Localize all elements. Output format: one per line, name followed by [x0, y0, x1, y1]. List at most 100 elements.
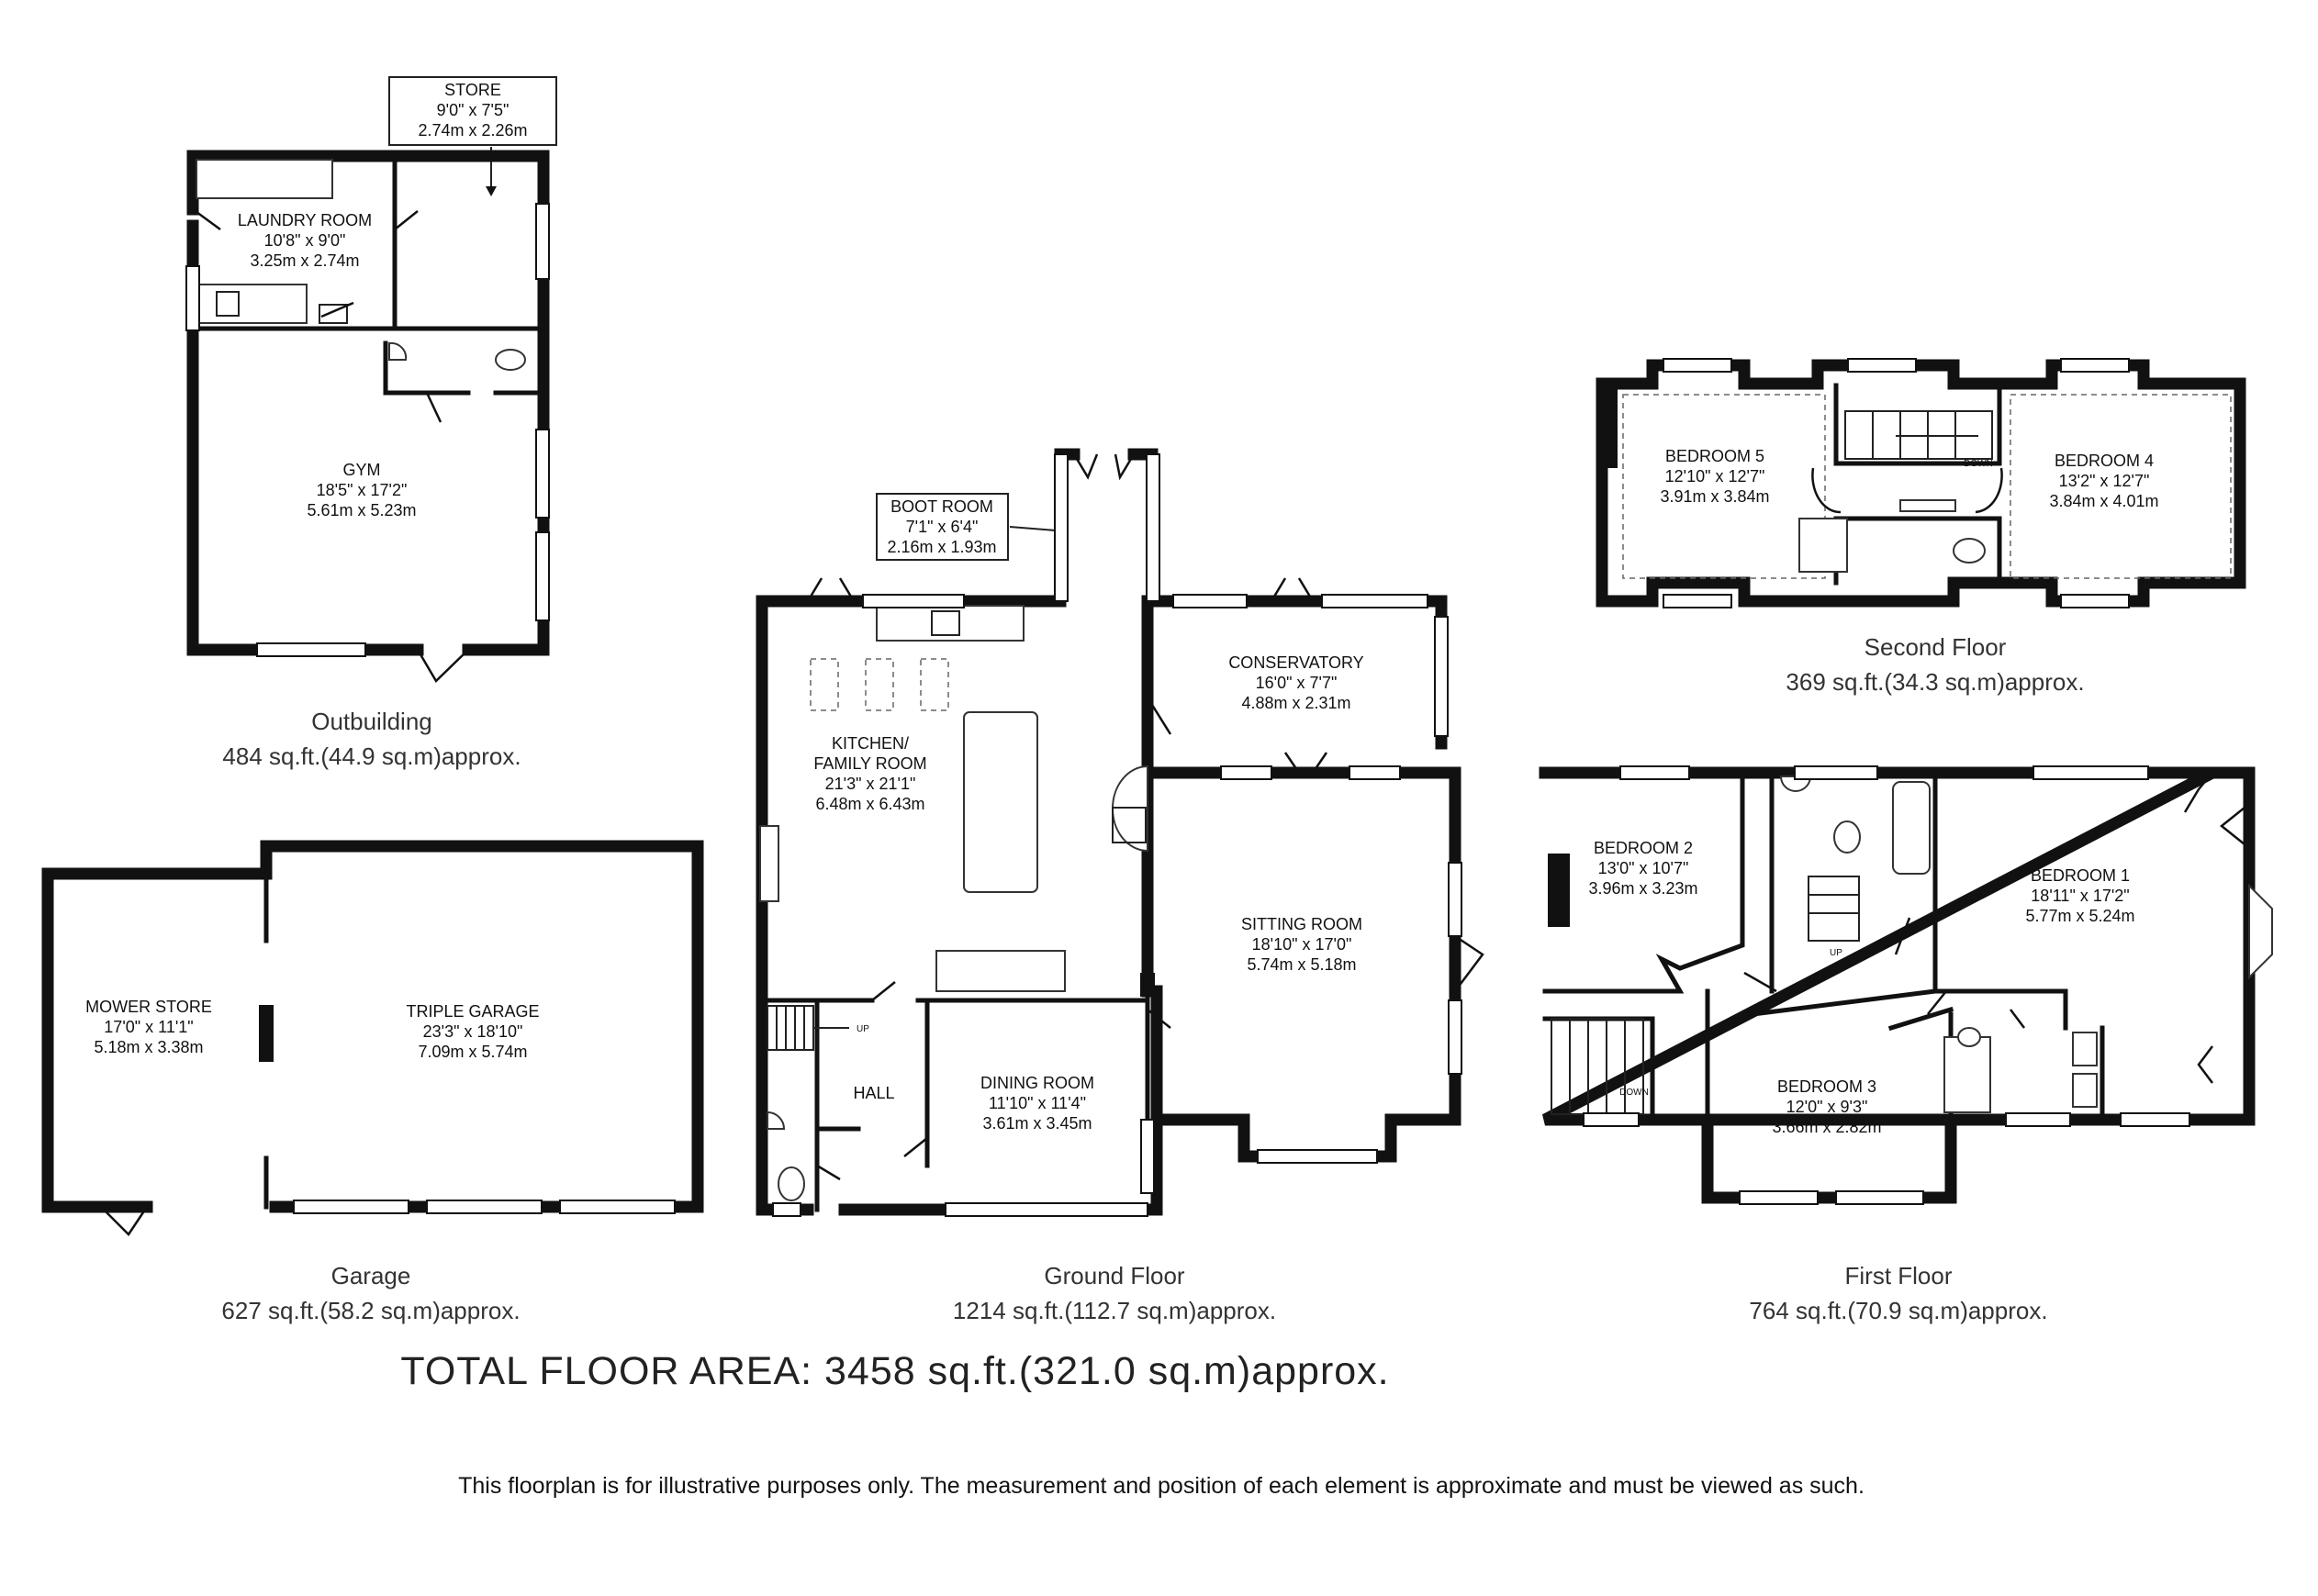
bedroom1-imperial: 18'11" x 17'2" — [2031, 887, 2129, 905]
ground-caption: Ground Floor — [1044, 1262, 1185, 1289]
bedroom5-window-bottom — [1663, 594, 1732, 608]
stair-window — [1583, 1112, 1640, 1127]
first-floor-doors — [1743, 917, 2025, 1029]
ground-toilet — [778, 1166, 805, 1201]
ensuite-toilet — [1957, 1027, 1981, 1047]
second-vanity — [1899, 499, 1956, 512]
garage-plan — [41, 840, 704, 1236]
conservatory-imperial: 16'0" x 7'7" — [1256, 674, 1338, 692]
sitting-bay-window — [1257, 1149, 1378, 1164]
store-name: STORE — [444, 81, 501, 99]
wc-window — [772, 1202, 801, 1217]
conservatory-outer-wall — [1141, 595, 1448, 750]
ground-basin — [767, 1111, 786, 1130]
second-floor-outer-wall — [1596, 359, 2246, 608]
ground-pillar — [1140, 973, 1155, 997]
conservatory-window-2 — [1321, 594, 1428, 608]
kitchen-hob — [1112, 807, 1147, 843]
bedroom1-window-bottom — [2120, 1112, 2190, 1127]
sitting-outer-wall — [1141, 766, 1461, 1163]
bedroom1-bay — [2248, 883, 2273, 980]
outbuilding-plan — [185, 76, 557, 684]
sitting-window-side-2 — [1448, 999, 1462, 1075]
bedroom3-window-1 — [1739, 1190, 1819, 1205]
kitchen-metric: 6.48m x 6.43m — [815, 795, 924, 813]
hall-name: HALL — [853, 1084, 894, 1102]
store-label-box — [388, 76, 557, 146]
second-floor-stairs — [1844, 410, 1993, 460]
bedroom5-eaves — [1622, 394, 1826, 579]
bedroom5-chimney — [1605, 385, 1618, 468]
garage-caption: Garage — [331, 1262, 411, 1289]
bedroom1-metric: 5.77m x 5.24m — [2025, 907, 2134, 925]
ground-outer-wall-left — [756, 448, 1159, 1216]
conservatory-name: CONSERVATORY — [1228, 653, 1363, 672]
sitting-metric: 5.74m x 5.18m — [1247, 955, 1356, 974]
family-bath — [1892, 781, 1931, 875]
dining-metric: 3.61m x 3.45m — [982, 1114, 1092, 1133]
sitting-french-doors — [1283, 752, 1328, 774]
ensuite-basin-1 — [2072, 1032, 2098, 1066]
boot-metric: 2.16m x 1.93m — [887, 538, 996, 556]
bedroom3-window-2 — [1835, 1190, 1924, 1205]
laundry-name: LAUNDRY ROOM — [238, 211, 372, 229]
mower-store-door — [100, 1206, 149, 1236]
outbuilding-toilet — [495, 349, 526, 371]
kitchen-fireplace — [759, 825, 779, 902]
bath-window — [1794, 765, 1878, 780]
ground-outer-wall-bottom — [756, 985, 1163, 1216]
first-floor-stairs-down — [1551, 1018, 1644, 1115]
first-caption: First Floor — [1845, 1262, 1953, 1289]
garage-name: TRIPLE GARAGE — [406, 1002, 539, 1021]
first-toilet — [1833, 820, 1861, 854]
bedroom1-name: BEDROOM 1 — [2031, 866, 2130, 885]
kitchen-sink — [931, 610, 960, 636]
store-metric: 2.74m x 2.26m — [418, 121, 527, 140]
outbuilding-area: 484 sq.ft.(44.9 sq.m)approx. — [222, 742, 521, 770]
sitting-window-top-1 — [1220, 765, 1272, 780]
bedroom2-window — [1619, 765, 1690, 780]
conservatory-window-1 — [1172, 594, 1248, 608]
rooflight-3 — [920, 658, 949, 711]
laundry-window — [185, 265, 200, 331]
second-floor-plan — [1596, 358, 2246, 608]
outbuilding-basin — [388, 341, 408, 361]
first-floor-plan — [1539, 765, 2273, 1205]
bedroom3-name: BEDROOM 3 — [1777, 1077, 1876, 1096]
sitting-imperial: 18'10" x 17'0" — [1252, 935, 1352, 954]
ensuite-shower — [1943, 1036, 1991, 1113]
garage-pillar — [259, 1005, 274, 1062]
laundry-imperial: 10'8" x 9'0" — [264, 231, 346, 250]
gym-window-2 — [535, 531, 550, 621]
boot-name: BOOT ROOM — [890, 497, 993, 516]
first-stairs-down-label: DOWN — [1619, 1088, 1649, 1098]
ensuite-walls — [1887, 943, 1954, 1032]
outbuilding-doors — [192, 207, 469, 684]
first-stairs-up-label: UP — [1830, 948, 1842, 958]
bedroom2-metric: 3.96m x 3.23m — [1588, 879, 1697, 898]
ground-stairs-up-label: UP — [857, 1024, 869, 1034]
garage-area: 627 sq.ft.(58.2 sq.m)approx. — [221, 1297, 520, 1324]
hall-doors — [816, 981, 928, 1181]
boot-window-right — [1146, 453, 1160, 602]
total-floor-area: TOTAL FLOOR AREA: 3458 sq.ft.(321.0 sq.m… — [400, 1349, 1390, 1393]
sitting-name: SITTING ROOM — [1241, 915, 1362, 933]
second-shower — [1798, 518, 1848, 573]
mower-imperial: 17'0" x 11'1" — [104, 1018, 193, 1036]
bedroom2-imperial: 13'0" x 10'7" — [1598, 859, 1689, 877]
rooflight-2 — [865, 658, 894, 711]
gym-window-1 — [535, 429, 550, 519]
wc-wall — [383, 340, 546, 396]
sitting-window-top-2 — [1349, 765, 1401, 780]
first-stairs-up-outline — [1808, 876, 1860, 942]
store-window — [535, 203, 550, 280]
second-toilet — [1953, 538, 1986, 564]
boot-imperial: 7'1" x 6'4" — [906, 518, 979, 536]
second-caption: Second Floor — [1864, 633, 2007, 661]
bedroom2-chimney — [1548, 854, 1570, 927]
sitting-side-door — [1454, 934, 1484, 992]
ensuite-window — [2005, 1112, 2071, 1127]
garage-door-3 — [559, 1200, 676, 1214]
laundry-sink-unit — [196, 284, 308, 324]
